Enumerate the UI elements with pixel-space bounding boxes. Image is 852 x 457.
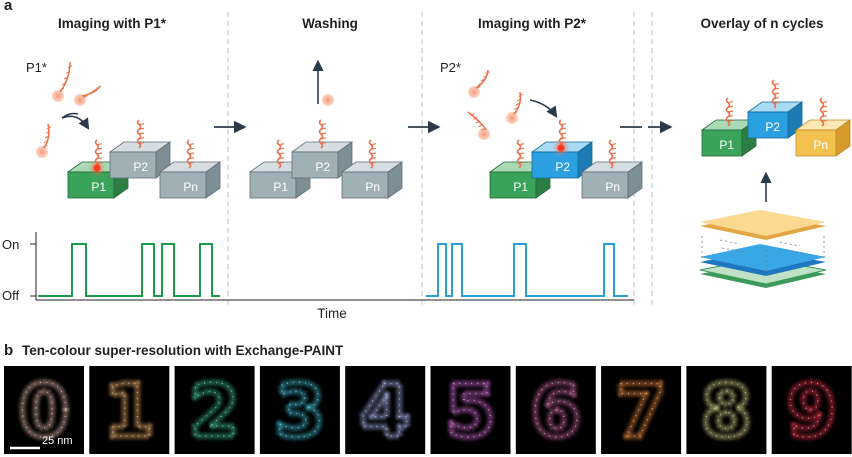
digit-highlight: 6 — [531, 369, 581, 453]
imager-strand-5 — [468, 69, 490, 98]
layer-guides — [701, 236, 825, 272]
super-resolution-image-9: 99 — [771, 366, 852, 456]
free-imager-strands — [36, 61, 523, 158]
digit-highlight: 5 — [445, 369, 495, 453]
digit-highlight: 0 — [19, 369, 69, 453]
digit-glyph: 3 — [275, 369, 325, 453]
super-resolution-image-5: 55 — [430, 366, 511, 456]
panel-b-label: b — [4, 342, 13, 359]
binding-exchange-arrow-p1 — [61, 115, 90, 130]
digit-highlight: 1 — [104, 369, 154, 453]
imager-strand-2 — [74, 85, 101, 106]
p1-binding-trace — [38, 243, 220, 297]
digit-glyph: 5 — [445, 369, 495, 453]
digit-glyph: 1 — [104, 369, 154, 453]
digit-glyph: 2 — [190, 369, 240, 453]
block-p2-overlay: P2 — [746, 79, 804, 139]
digit-glyph: 6 — [531, 369, 581, 453]
stage-title-washing: Washing — [302, 16, 358, 31]
block-pn-stage3: Pn — [580, 139, 644, 199]
binding-exchange-arrow-p2 — [529, 99, 558, 118]
trace-on-label: On — [2, 237, 19, 252]
probe-label-p2: P2* — [440, 60, 461, 75]
super-resolution-image-6: 66 — [515, 366, 596, 456]
docking-label: P1 — [273, 180, 288, 194]
docking-label: P2 — [133, 160, 148, 174]
block-pn-overlay: Pn — [794, 97, 852, 157]
digit-glyph: 4 — [360, 369, 410, 453]
layer-blue — [700, 244, 826, 271]
docking-label: P1 — [513, 180, 528, 194]
docking-label: P1 — [91, 180, 106, 194]
docking-label: P1 — [719, 138, 734, 152]
scale-bar: 25 nm — [10, 435, 73, 450]
docking-strand — [136, 119, 145, 149]
super-resolution-image-8: 88 — [686, 366, 767, 456]
docking-strand — [725, 97, 734, 127]
imager-strand-1 — [52, 61, 73, 102]
imager-strand-7 — [506, 91, 523, 124]
super-resolution-image-3: 33 — [259, 366, 340, 456]
stage-dividers — [227, 12, 653, 305]
docking-strand — [516, 139, 525, 169]
block-pn-stage1: Pn — [158, 139, 222, 199]
digit-highlight: 8 — [701, 369, 751, 453]
scale-bar-label: 25 nm — [42, 435, 73, 447]
trace-time-label: Time — [317, 306, 347, 321]
docking-label: P2 — [315, 160, 330, 174]
imager-strand-3 — [36, 123, 52, 158]
super-resolution-image-4: 44 — [345, 366, 426, 456]
layer-yellow — [700, 210, 826, 236]
digit-highlight: 7 — [616, 369, 666, 453]
super-resolution-image-2: 22 — [174, 366, 255, 456]
intensity-trace: On Off Time — [2, 232, 634, 321]
docking-strand — [771, 79, 780, 109]
docking-label: Pn — [365, 180, 380, 194]
docking-label: Pn — [605, 180, 620, 194]
docking-label: P2 — [765, 120, 780, 134]
docking-strand — [368, 139, 377, 169]
super-resolution-image-1: 11 — [89, 366, 170, 456]
digit-glyph: 0 — [19, 369, 69, 453]
digit-highlight: 4 — [360, 369, 410, 453]
stage-title-overlay: Overlay of n cycles — [700, 16, 823, 31]
probe-label-p1: P1* — [26, 60, 47, 75]
digit-glyph: 8 — [701, 369, 751, 453]
digit-glyph: 9 — [787, 369, 837, 453]
block-p2-stage3: P2 — [530, 119, 594, 179]
docking-label: Pn — [183, 180, 198, 194]
block-p2-stage2: P2 — [290, 119, 354, 179]
docking-label: Pn — [813, 138, 828, 152]
stage-title-imaging-p1: Imaging with P1* — [58, 16, 167, 31]
docking-strand — [318, 119, 327, 149]
trace-off-label: Off — [2, 288, 19, 303]
docking-strand — [186, 139, 195, 169]
imager-strand-4 — [322, 94, 334, 106]
block-pn-stage2: Pn — [340, 139, 404, 199]
imager-strand-6 — [467, 111, 490, 140]
docking-strand — [276, 139, 285, 169]
digit-highlight: 3 — [275, 369, 325, 453]
digit-highlight: 9 — [787, 369, 837, 453]
docking-label: P2 — [555, 160, 570, 174]
digit-highlight: 2 — [190, 369, 240, 453]
stage-title-imaging-p2: Imaging with P2* — [478, 16, 587, 31]
overlay-layer-stack — [699, 171, 827, 288]
super-resolution-image-7: 77 — [601, 366, 682, 456]
binding-exchange-arrow-p1-tail — [61, 112, 79, 119]
super-resolution-image-0: 00 — [4, 366, 84, 456]
panel-b-title: Ten-colour super-resolution with Exchang… — [22, 343, 344, 358]
block-p2-stage1: P2 — [108, 119, 172, 179]
p2-binding-trace — [426, 243, 628, 297]
docking-strand — [608, 139, 617, 169]
digit-glyph: 7 — [616, 369, 666, 453]
panel-a-label: a — [4, 0, 13, 14]
docking-strand — [819, 97, 828, 127]
